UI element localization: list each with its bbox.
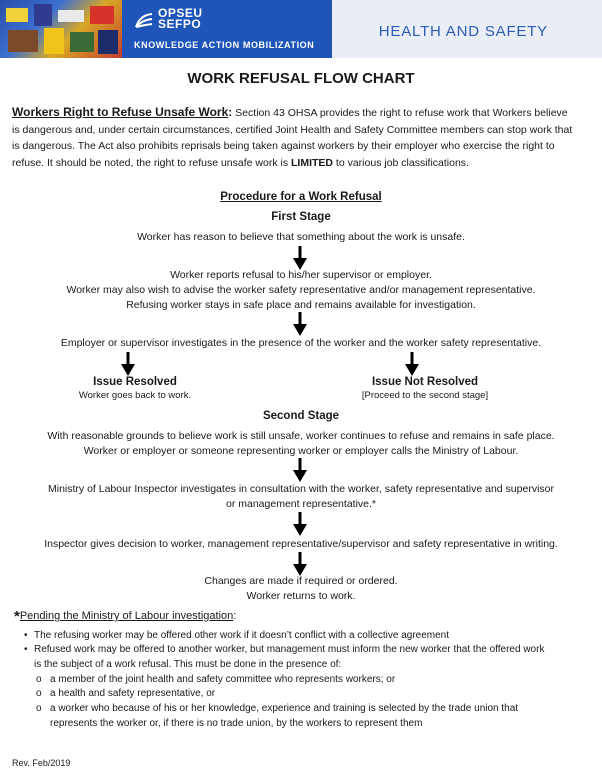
sub-list-item: o a member of the joint health and safety… [36, 673, 560, 688]
list-item: • Refused work may be offered to another … [24, 643, 554, 672]
intro-colon: : [228, 105, 233, 119]
bullet-1-text: The refusing worker may be offered other… [34, 630, 450, 641]
sub-2-text: a health and safety representative, or [50, 688, 216, 699]
down-arrow-icon [121, 352, 135, 376]
footnote-heading-text: Pending the Ministry of Labour investiga… [19, 610, 234, 622]
logo-line1: OPSEU [158, 6, 203, 20]
step-3: Employer or supervisor investigates in t… [60, 337, 542, 349]
issue-not-resolved-text: [Proceed to the second stage] [361, 390, 489, 401]
bullet-icon: • [24, 644, 28, 655]
banner-photo [0, 0, 122, 58]
bullet-2-text: Refused work may be offered to another w… [34, 644, 545, 670]
down-arrow-icon [293, 312, 307, 336]
procedure-heading: Procedure for a Work Refusal [220, 191, 382, 203]
opseu-logo-icon [135, 13, 153, 28]
header-banner: OPSEU SEFPO KNOWLEDGE ACTION MOBILIZATIO… [0, 0, 602, 58]
step-4-line-a: With reasonable grounds to believe work … [47, 430, 555, 442]
sub-1-text: a member of the joint health and safety … [50, 674, 396, 685]
step-2: Worker reports refusal to his/her superv… [0, 268, 602, 313]
issue-resolved: Issue Resolved Worker goes back to work. [50, 375, 220, 403]
step-1: Worker has reason to believe that someth… [137, 231, 465, 243]
first-stage-heading: First Stage [271, 211, 331, 223]
opseu-logo: OPSEU SEFPO KNOWLEDGE ACTION MOBILIZATIO… [122, 0, 332, 58]
step-7-line-a: Changes are made if required or ordered. [204, 575, 398, 587]
step-5-line-a: Ministry of Labour Inspector investigate… [47, 483, 554, 495]
intro-body-2: to various job classifications. [333, 156, 469, 169]
footnote-colon: : [233, 610, 237, 622]
step-4-line-b: Worker or employer or someone representi… [83, 445, 519, 457]
section-header: HEALTH AND SAFETY [332, 0, 602, 58]
sub-3-text: a worker who because of his or her knowl… [50, 703, 519, 729]
page-title: WORK REFUSAL FLOW CHART [187, 70, 415, 87]
step-2-line-c: Refusing worker stays in safe place and … [126, 299, 476, 311]
down-arrow-icon [293, 246, 307, 270]
step-7: Changes are made if required or ordered.… [0, 574, 602, 604]
intro-body-1: Section 43 OHSA provides the right to re… [12, 107, 573, 169]
down-arrow-icon [405, 352, 419, 376]
circle-bullet-icon: o [36, 688, 42, 699]
circle-bullet-icon: o [36, 703, 42, 714]
step-5-line-b: or management representative.* [226, 498, 376, 510]
issue-resolved-text: Worker goes back to work. [78, 390, 192, 401]
step-6: Inspector gives decision to worker, mana… [44, 538, 558, 550]
circle-bullet-icon: o [36, 674, 42, 685]
intro-paragraph: Workers Right to Refuse Unsafe Work: Sec… [12, 104, 578, 171]
second-stage-heading: Second Stage [262, 410, 340, 422]
step-2-line-b: Worker may also wish to advise the worke… [66, 284, 536, 296]
issue-not-resolved: Issue Not Resolved [Proceed to the secon… [335, 375, 515, 403]
down-arrow-icon [293, 512, 307, 536]
list-item: • The refusing worker may be offered othe… [24, 629, 554, 644]
footnote-heading: *Pending the Ministry of Labour investig… [14, 608, 236, 625]
down-arrow-icon [293, 458, 307, 482]
issue-not-resolved-title: Issue Not Resolved [371, 376, 479, 388]
issue-resolved-title: Issue Resolved [93, 376, 177, 388]
tagline: KNOWLEDGE ACTION MOBILIZATION [134, 40, 315, 50]
step-7-line-b: Worker returns to work. [246, 590, 356, 602]
step-5: Ministry of Labour Inspector investigate… [0, 482, 602, 512]
down-arrow-icon [293, 552, 307, 576]
revision-date: Rev. Feb/2019 [12, 758, 71, 768]
footnote-star: * [14, 608, 20, 625]
sub-list-item: o a health and safety representative, or [36, 687, 560, 702]
logo-line2: SEFPO [158, 17, 202, 31]
sub-list-item: o a worker who because of his or her know… [36, 702, 560, 731]
section-title: HEALTH AND SAFETY [378, 23, 548, 40]
intro-lead: Workers Right to Refuse Unsafe Work [12, 105, 229, 119]
intro-emphasis: LIMITED [291, 156, 333, 169]
step-4: With reasonable grounds to believe work … [0, 429, 602, 459]
step-2-line-a: Worker reports refusal to his/her superv… [170, 269, 432, 281]
bullet-icon: • [24, 630, 28, 641]
